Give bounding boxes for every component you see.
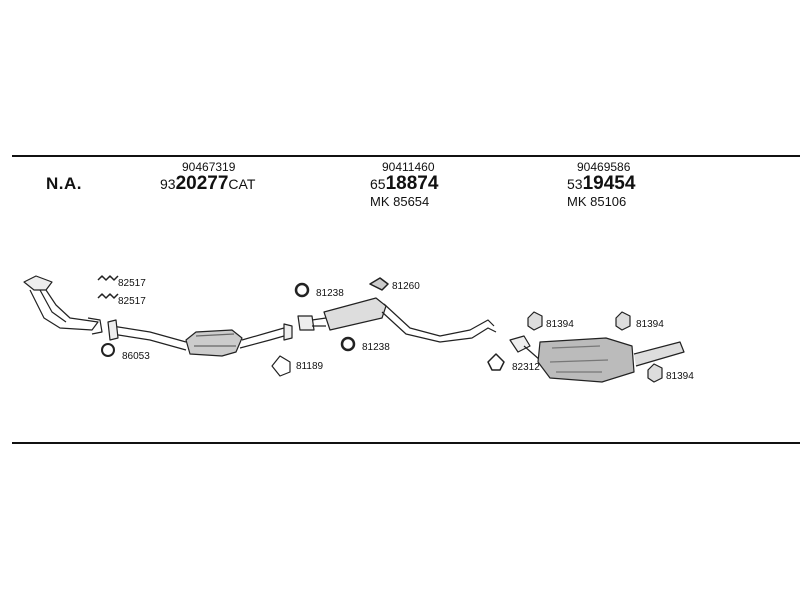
part-prefix: 53 xyxy=(567,176,583,192)
part-main: 19454 xyxy=(582,173,636,194)
oe-number: 90467319 xyxy=(182,160,236,174)
part-number: 9320277CAT xyxy=(160,174,255,194)
part-label: 86053 xyxy=(122,351,150,362)
gasket-ring-icon xyxy=(101,343,115,357)
rear-silencer-icon xyxy=(509,335,685,383)
part-prefix: 93 xyxy=(160,176,176,192)
top-divider xyxy=(12,155,800,157)
middle-silencer-icon xyxy=(297,297,497,343)
part-main: 18874 xyxy=(385,173,439,194)
clamp-icon xyxy=(487,353,505,371)
rubber-mount-icon xyxy=(527,311,543,331)
manifold-icon xyxy=(23,275,103,335)
part-label: 81394 xyxy=(546,319,574,330)
part-label: 81260 xyxy=(392,281,420,292)
oe-number: 90411460 xyxy=(382,160,435,174)
bracket-icon xyxy=(369,277,389,291)
part-label: 82517 xyxy=(118,278,146,289)
middle-silencer-group: 90411460 6518874 MK 85654 xyxy=(370,160,438,210)
rubber-mount-icon xyxy=(615,311,631,331)
part-number: 5319454 xyxy=(567,174,635,194)
catalytic-converter-icon xyxy=(107,319,293,357)
rubber-mount-icon xyxy=(647,363,663,383)
market-label: N.A. xyxy=(46,174,82,193)
gasket-ring-icon xyxy=(340,336,356,352)
oe-number: 90469586 xyxy=(577,160,631,174)
front-pipe-group: 90467319 9320277CAT xyxy=(160,160,255,194)
gasket-ring-icon xyxy=(294,282,310,298)
mounting-kit-number: MK 85106 xyxy=(567,194,627,209)
part-label: 81238 xyxy=(362,342,390,353)
part-label: 82517 xyxy=(118,296,146,307)
part-label: 82312 xyxy=(512,362,540,373)
rear-silencer-group: 90469586 5319454 MK 85106 xyxy=(567,160,635,210)
part-suffix: CAT xyxy=(228,176,256,192)
part-label: 81394 xyxy=(636,319,664,330)
part-main: 20277 xyxy=(175,173,229,194)
spring-icon xyxy=(97,275,119,299)
part-number: 6518874 xyxy=(370,174,438,194)
flange-gasket-icon xyxy=(271,355,291,377)
part-label: 81189 xyxy=(296,361,324,372)
bottom-divider xyxy=(12,442,800,444)
part-label: 81394 xyxy=(666,371,694,382)
part-label: 81238 xyxy=(316,288,344,299)
mounting-kit-number: MK 85654 xyxy=(370,194,430,209)
part-prefix: 65 xyxy=(370,176,386,192)
